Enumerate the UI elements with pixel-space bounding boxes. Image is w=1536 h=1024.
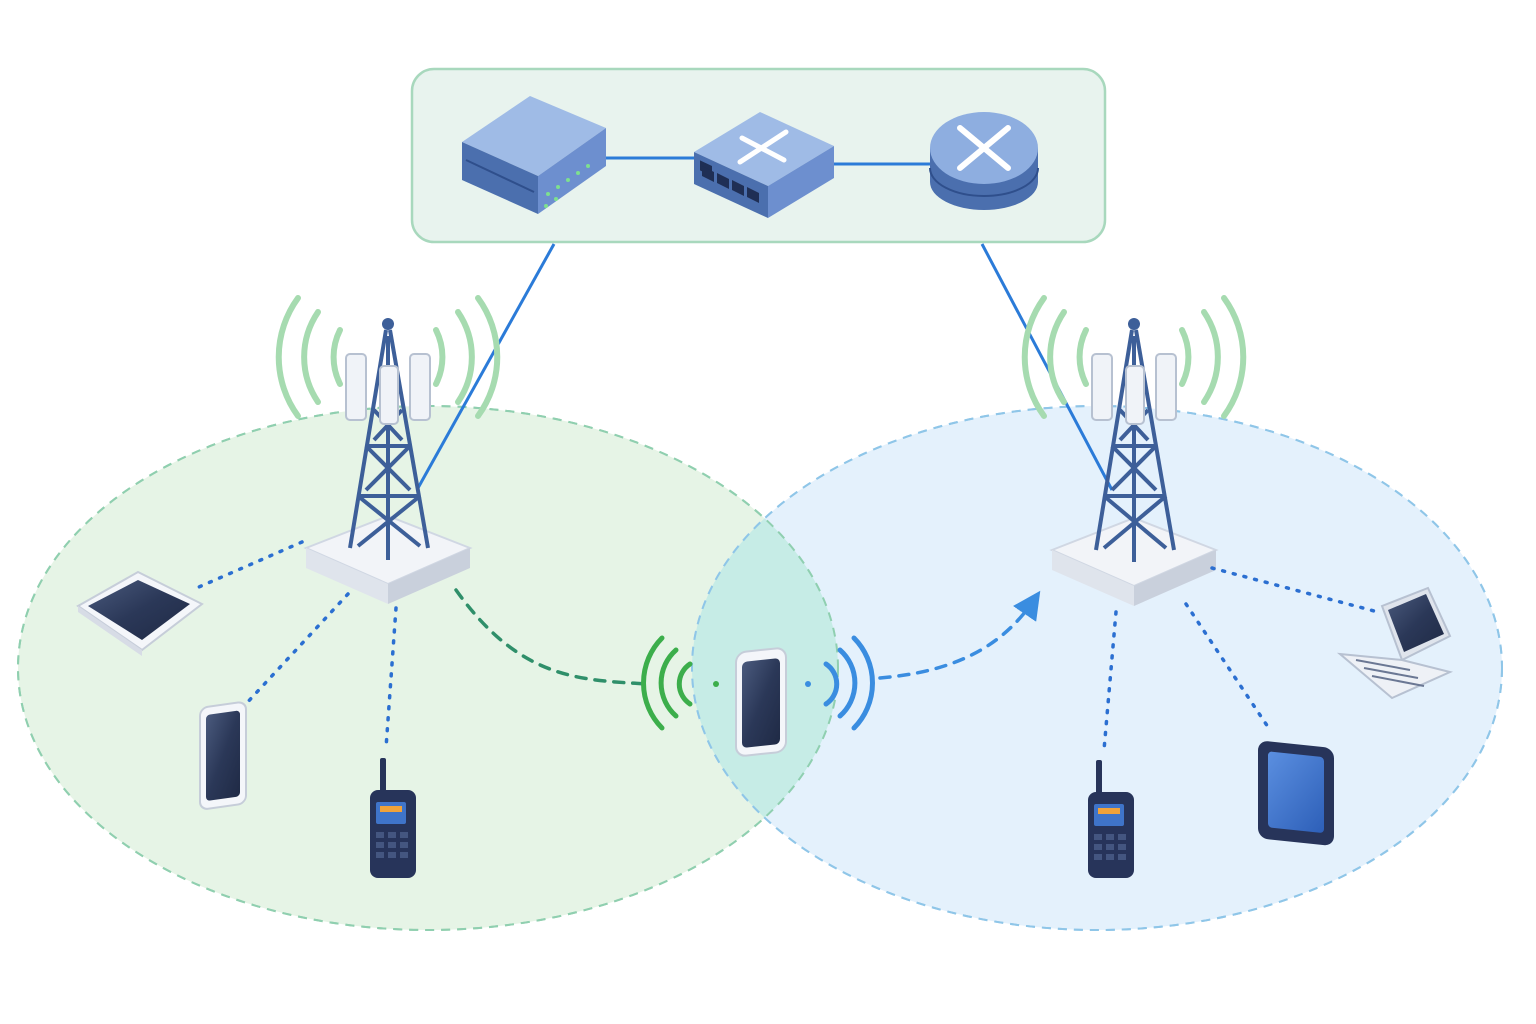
laptop-icon <box>1336 586 1454 700</box>
laptop-device <box>1336 586 1454 700</box>
rugged-tablet-device <box>1258 741 1334 846</box>
server-icon <box>462 96 606 214</box>
core-network-panel <box>410 67 1107 244</box>
rugged-tablet-icon <box>1258 741 1334 846</box>
radio-wave-icon <box>275 295 501 419</box>
smartphone-icon <box>735 647 787 757</box>
network-switch-icon <box>694 112 834 218</box>
radio-device-a <box>370 758 416 878</box>
handover-smartphone <box>735 647 787 757</box>
router-icon <box>929 112 1039 210</box>
radio-wave-icon <box>641 635 875 731</box>
two-way-radio-icon <box>370 758 416 878</box>
cell-tower-b <box>1021 295 1247 606</box>
device-links-cell-a <box>190 540 398 750</box>
handover-path <box>454 588 1041 686</box>
two-way-radio-icon <box>1088 760 1134 878</box>
cell-tower-a <box>275 295 501 604</box>
smartphone-device-a <box>199 701 247 810</box>
backhaul-links <box>416 243 1114 491</box>
smartphone-icon <box>199 701 247 810</box>
tablet-icon <box>76 570 204 656</box>
device-links-cell-b <box>1102 566 1380 752</box>
tablet-device <box>76 570 204 656</box>
radio-wave-icon <box>1021 295 1247 419</box>
radio-device-b <box>1088 760 1134 878</box>
